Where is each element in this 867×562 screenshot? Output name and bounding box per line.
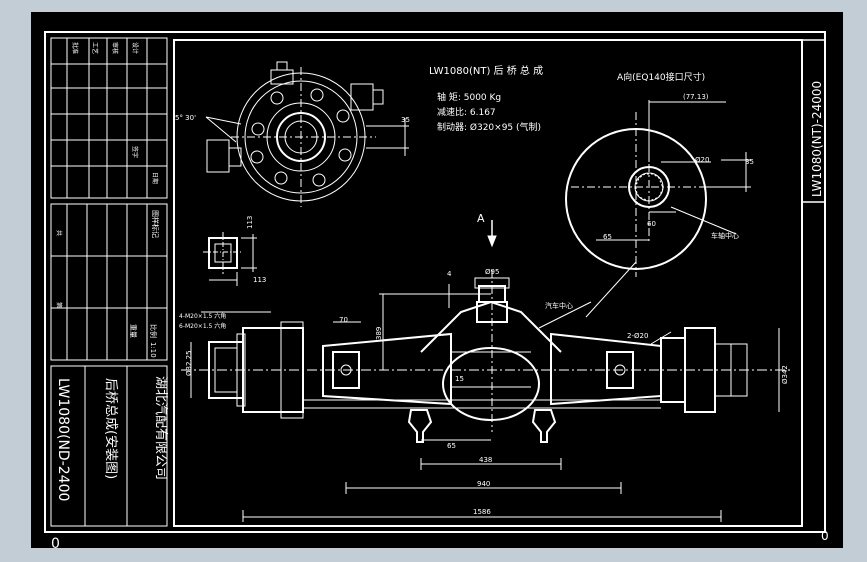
title-block: [50, 365, 168, 527]
spec-ratio: 减速比: 6.167: [437, 106, 496, 118]
dim-35-side: 35: [401, 116, 410, 124]
dim-113-horizontal: 113: [253, 276, 266, 284]
dim-phi-342: Ø342: [781, 365, 789, 384]
dim-60-view-a: 60: [647, 220, 656, 228]
dim-65-main: 65: [447, 442, 456, 450]
drawing-frame: [173, 39, 803, 527]
thread-note-2: 6-M20×1.5 六角: [179, 322, 226, 330]
small-section-view: [203, 232, 257, 286]
dim-35-view-a: 35: [745, 158, 754, 166]
scale-value: 1:10: [149, 342, 157, 358]
dim-phi-95: Ø95: [485, 268, 499, 276]
main-view: [181, 270, 791, 522]
spec-title: LW1080(NT) 后 桥 总 成: [429, 64, 543, 77]
dim-438: 438: [479, 456, 492, 464]
drawing-code: LW1080(ND-2400: [55, 378, 71, 501]
dim-phi-32-25: Ø32.25: [185, 350, 193, 376]
scale-label: 比例: [149, 324, 158, 338]
dim-15: 15: [455, 375, 464, 383]
dim-1586: 1586: [473, 508, 491, 516]
mark-label: 图样标记: [151, 210, 160, 238]
view-a: [565, 100, 751, 318]
drawing-canvas: LW1080(NT) 后 桥 总 成 轴 矩: 5000 Kg 减速比: 6.1…: [44, 31, 829, 552]
design-label: 设计: [131, 42, 139, 54]
approve-label: 批准: [71, 42, 79, 54]
date-label: 日期: [151, 172, 159, 184]
dim-940: 940: [477, 480, 490, 488]
dim-70: 70: [339, 316, 348, 324]
dim-77-13: (77.13): [683, 93, 709, 101]
thread-note-1: 4-M20×1.5 六角: [179, 312, 226, 320]
signature-block: [50, 37, 168, 199]
right-drawing-code: LW1080(NT)-24000: [810, 81, 824, 197]
weight-label: 重量: [129, 324, 137, 338]
arrow-a-label: A: [477, 212, 485, 225]
dim-2-phi-20: 2-Ø20: [627, 332, 648, 340]
drawing-viewport[interactable]: LW1080(NT) 后 桥 总 成 轴 矩: 5000 Kg 减速比: 6.1…: [31, 12, 843, 552]
sign-label: 签字: [131, 146, 139, 158]
spec-brake: 制动器: Ø320×95 (气制): [437, 121, 541, 133]
bottom-right-code: 0: [821, 529, 829, 543]
dim-65-view-a: 65: [603, 233, 612, 241]
spec-torque: 轴 矩: 5000 Kg: [437, 91, 501, 103]
sheet-label: 第: [55, 302, 63, 308]
dim-389: 389: [375, 327, 383, 340]
phi-20-view-a: Ø20: [695, 156, 709, 164]
drawing-title: 后桥总成(安装图): [103, 378, 118, 479]
view-a-title: A向(EQ140接口尺寸): [617, 71, 705, 83]
bottom-left-code-fragment: 0: [51, 536, 60, 548]
dim-113-vertical: 113: [246, 216, 254, 229]
side-view: [205, 61, 409, 207]
check-label: 审核: [111, 42, 119, 54]
car-center-label: 汽车中心: [545, 301, 573, 310]
right-code-strip: [801, 39, 826, 203]
axle-center-label: 车轴中心: [711, 231, 739, 240]
weight-scale-block: [50, 203, 168, 361]
company-name: 湖北汽配有限公司: [153, 376, 168, 480]
dim-4: 4: [447, 270, 452, 278]
process-label: 工艺: [91, 42, 99, 54]
side-angle: 5° 30': [175, 114, 196, 122]
count-label: 共: [55, 230, 63, 236]
sheet-border: [44, 31, 826, 533]
